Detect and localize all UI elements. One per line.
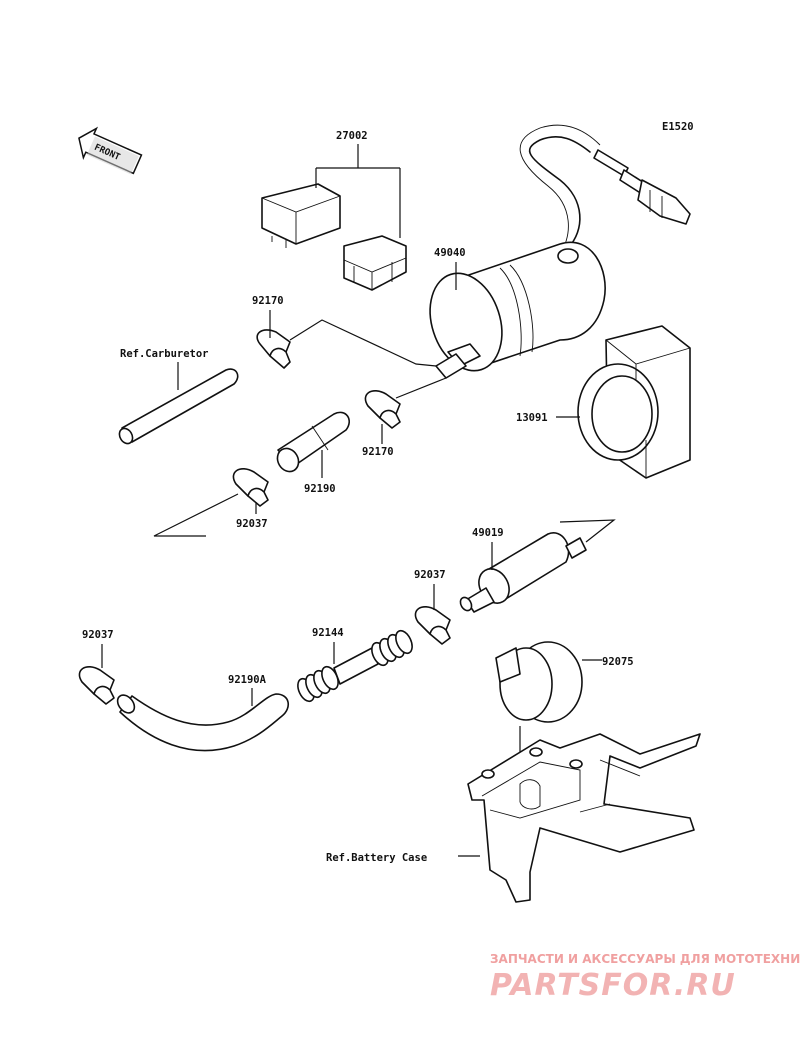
label-92170-upper: 92170 — [252, 295, 284, 307]
label-92037-middle: 92037 — [414, 569, 446, 581]
label-92037-lower: 92037 — [82, 629, 114, 641]
pump-wire-harness — [519, 124, 691, 261]
part-92037-clamp-middle — [414, 606, 451, 645]
ref-battery-case-label: Ref.Battery Case — [326, 852, 427, 864]
part-92037-clamp-upper — [232, 468, 269, 507]
part-92037-clamp-lower — [78, 666, 115, 705]
ref-carburetor-label: Ref.Carburetor — [120, 348, 209, 360]
label-92190a: 92190A — [228, 674, 267, 686]
part-49040-fuel-pump — [429, 241, 606, 379]
watermark-logo: PARTSFOR.RU — [490, 968, 736, 1003]
part-92190a-hose — [116, 693, 289, 752]
front-arrow-icon: FRONT — [78, 126, 143, 175]
watermark-tagline: ЗАПЧАСТИ И АКСЕССУАРЫ ДЛЯ МОТОТЕХНИКИ — [490, 952, 800, 966]
part-49019-fuel-filter — [459, 532, 587, 613]
part-92170-clamp-lower — [364, 390, 401, 429]
part-13091-bracket — [577, 325, 691, 479]
carburetor-hose — [118, 368, 239, 445]
label-13091: 13091 — [516, 412, 548, 424]
part-92075-grommet — [495, 641, 583, 723]
part-92144-spring — [297, 629, 413, 703]
label-27002: 27002 — [336, 130, 368, 142]
label-49040: 49040 — [434, 247, 466, 259]
battery-case-bracket — [467, 733, 701, 903]
diagram-code: E1520 — [662, 121, 694, 133]
label-92144: 92144 — [312, 627, 344, 639]
part-27002-relay — [261, 183, 407, 291]
part-92190-hose — [276, 411, 350, 473]
label-92170-lower: 92170 — [362, 446, 394, 458]
label-92037-upper: 92037 — [236, 518, 268, 530]
label-92075: 92075 — [602, 656, 634, 668]
label-92190: 92190 — [304, 483, 336, 495]
label-49019: 49019 — [472, 527, 504, 539]
part-92170-clamp-upper — [256, 329, 291, 369]
